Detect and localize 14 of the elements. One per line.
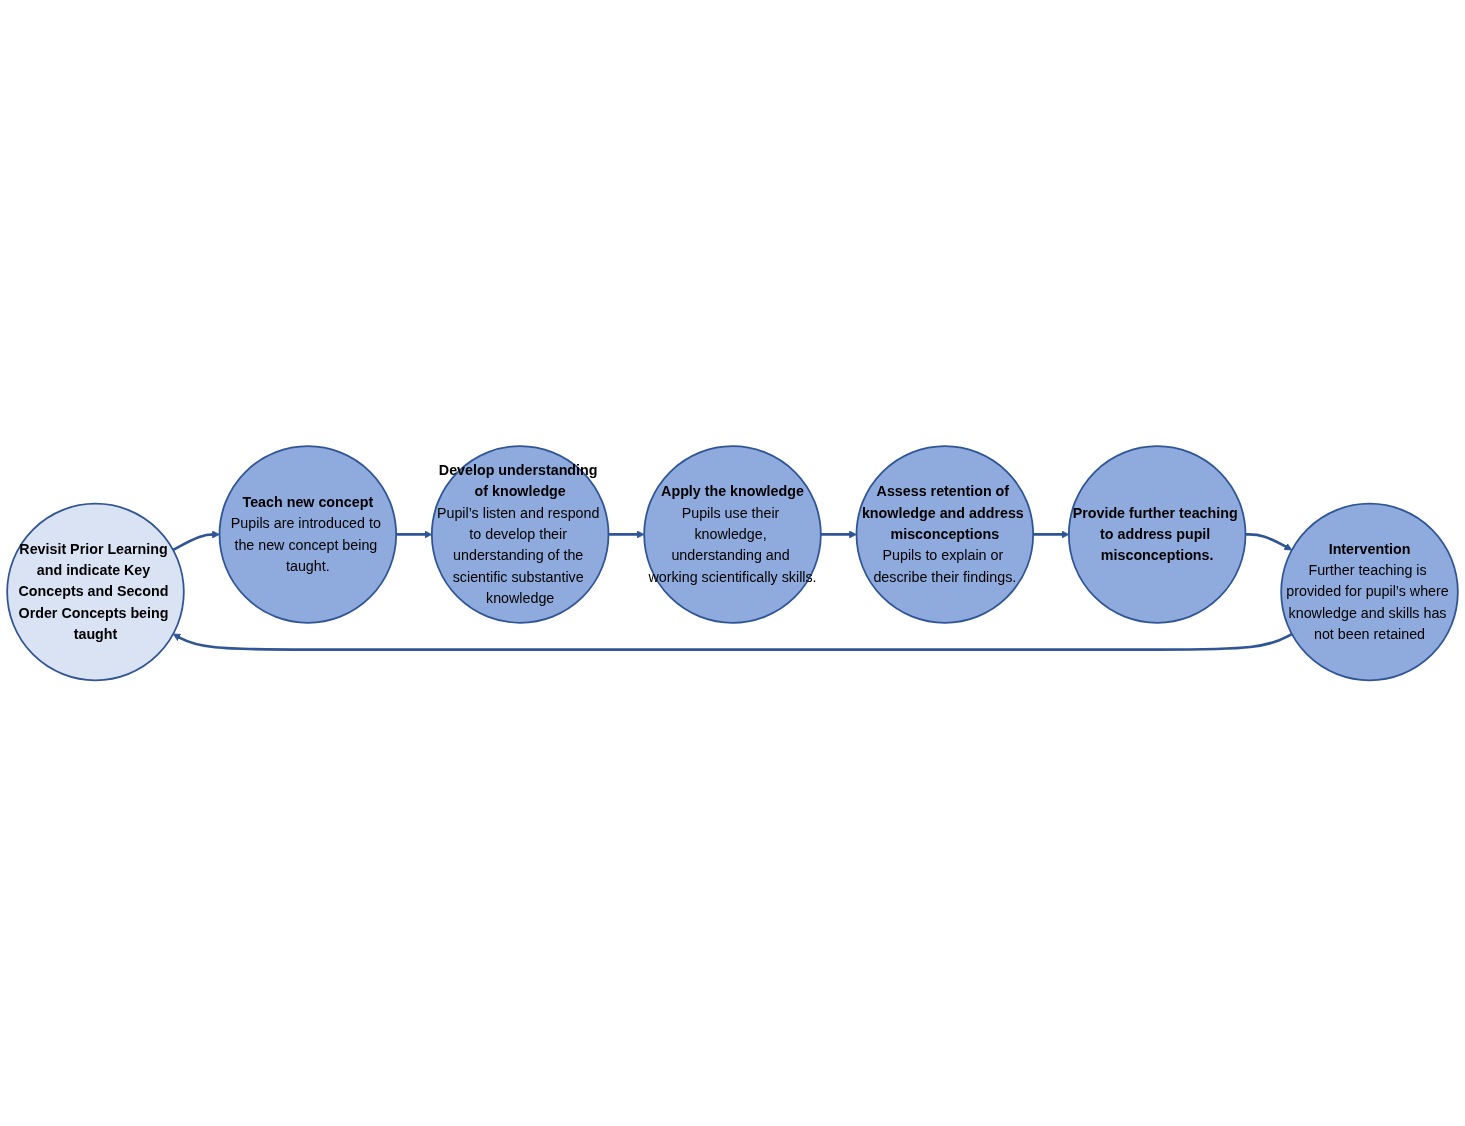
arrow	[172, 632, 1293, 651]
node-circle: Revisit Prior Learning and indicate Key Concepts and Second Order Concepts being taught	[6, 502, 185, 681]
node-circle: Intervention Further teaching is provided for pupil’s where knowledge and skills has not been retained	[1280, 502, 1459, 681]
arrow	[172, 530, 220, 551]
arrow	[396, 530, 433, 539]
arrow	[1033, 530, 1070, 539]
node-circle: Assess retention of knowledge and address misconceptions Pupils to explain or describe their findings.	[855, 445, 1035, 624]
node-circle: Apply the knowledge Pupils use their knowledge, understanding and working scientifically skills.	[643, 445, 822, 624]
node-circle: Teach new concept Pupils are introduced to the new concept being taught.	[218, 445, 398, 624]
node-circle: Provide further teaching to address pupil misconceptions.	[1067, 445, 1247, 624]
arrow	[608, 530, 645, 539]
arrow	[1245, 532, 1293, 551]
node-circle: Develop understanding of knowledge Pupil’s listen and respond to develop their understanding of the scientific substantive knowledge	[430, 445, 610, 624]
arrow	[820, 530, 857, 539]
